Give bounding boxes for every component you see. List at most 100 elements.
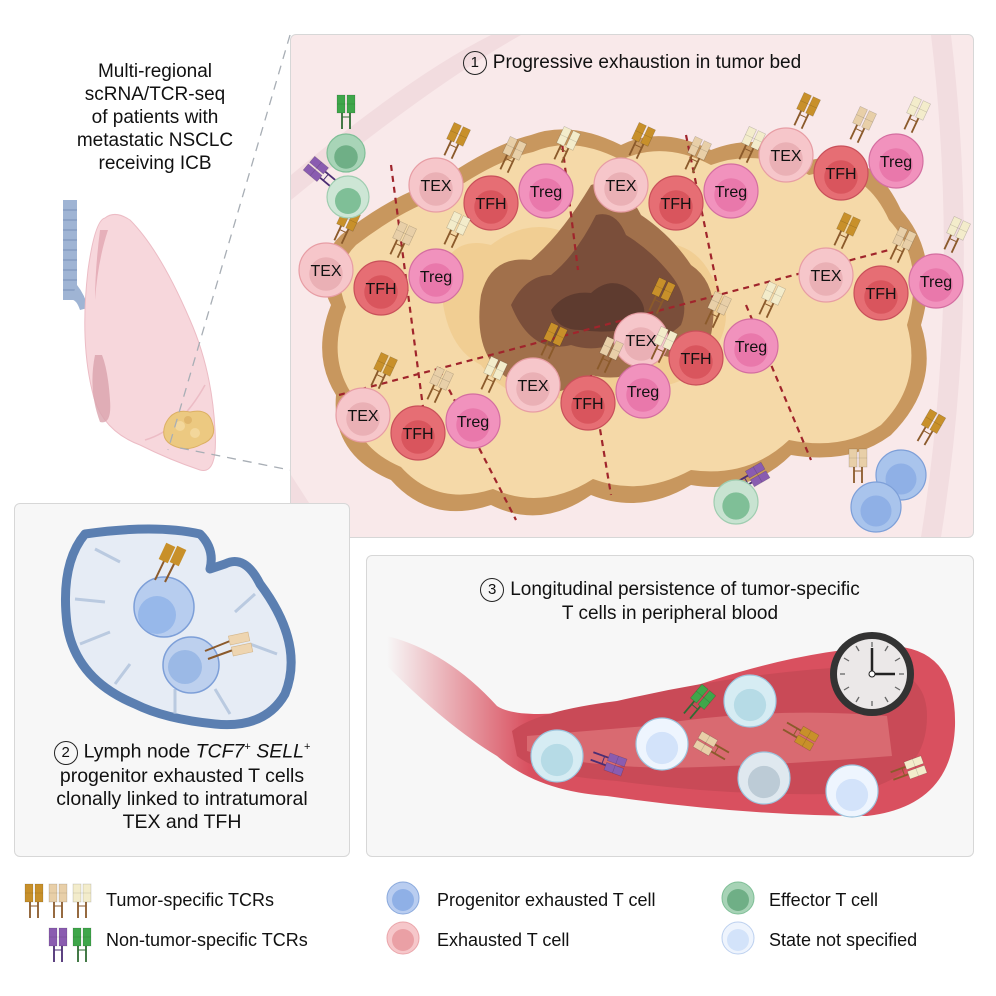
treg-cell: Treg	[615, 363, 671, 419]
gene-sell: SELL	[256, 740, 304, 763]
tumor-specific-tcr-icon	[650, 325, 678, 364]
t-cell-triplet: TEX TFH Treg	[505, 321, 678, 431]
effector-cell	[326, 133, 366, 173]
tumor-specific-tcr-icon	[72, 883, 92, 918]
tumor-specific-tcr-icon	[916, 408, 947, 446]
blood-t-cells	[530, 674, 928, 818]
tfh-cell: TFH	[463, 175, 519, 231]
cell-label: Treg	[530, 184, 562, 201]
treg-cell: Treg	[868, 133, 924, 189]
tex-cell: TEX	[758, 127, 814, 183]
lung-illustration	[63, 200, 216, 471]
tex-cell: TEX	[298, 242, 354, 298]
lymph-node-illustration	[60, 524, 296, 730]
legend-progenitor: Progenitor exhausted T cell	[437, 890, 656, 910]
cell-label: Treg	[457, 414, 489, 431]
tumor-specific-tcr-icon	[648, 276, 676, 315]
cell-label: TEX	[517, 378, 548, 395]
legend-unspecified: State not specified	[769, 930, 918, 950]
intro-line: receiving ICB	[98, 153, 212, 174]
tumor-specific-tcr-icon	[684, 135, 712, 174]
trachea-icon	[63, 200, 88, 310]
tfh-cell: TFH	[560, 375, 616, 431]
t-cell-triplet: TEX TFH Treg	[758, 91, 931, 201]
panel3-text: Longitudinal persistence of tumor-specif…	[510, 579, 860, 600]
cell-label: Treg	[880, 154, 912, 171]
tex-cell: TEX	[593, 157, 649, 213]
cell-legend-icons-left	[386, 881, 420, 955]
cell-label: Treg	[420, 269, 452, 286]
panel1-title-text: Progressive exhaustion in tumor bed	[492, 52, 802, 73]
cell-label: TEX	[347, 408, 378, 425]
cell-label: TEX	[420, 178, 451, 195]
t-cell-triplet: TEX TFH Treg	[798, 211, 971, 321]
gene-tcf7: TCF7	[195, 740, 245, 763]
cell-label: TFH	[680, 351, 711, 368]
treg-cell: Treg	[518, 163, 574, 219]
unspecified-cell	[825, 764, 879, 818]
tumor-specific-tcr-icon	[833, 211, 861, 250]
cell-label: TFH	[825, 166, 856, 183]
tfh-cell: TFH	[390, 405, 446, 461]
progenitor-cell	[133, 542, 195, 638]
legend-tumor-specific: Tumor-specific TCRs	[106, 890, 275, 910]
tumor-specific-tcr-icon	[370, 351, 398, 390]
non-tumor-specific-tcr-icon	[336, 94, 356, 129]
tcr-legend-icons	[24, 883, 92, 962]
region-divider-lines	[338, 134, 890, 521]
cell-label: TFH	[572, 396, 603, 413]
blood-t-cell	[692, 730, 791, 805]
tumor-specific-tcr-icon	[628, 121, 656, 160]
tumor-specific-tcr-icon	[704, 290, 732, 329]
unspecified-cell	[723, 674, 777, 728]
clock-icon	[830, 632, 914, 716]
effector-cell	[713, 479, 759, 525]
unspecified-cell-icon	[721, 921, 755, 955]
tumor-specific-tcr-icon	[443, 121, 471, 160]
cell-label: Treg	[920, 274, 952, 291]
panel2-text: progenitor exhausted T cells	[59, 764, 305, 787]
panel3-text: T cells in peripheral blood	[561, 603, 779, 624]
treg-cell: Treg	[908, 253, 964, 309]
tumor-specific-tcr-icon	[389, 220, 417, 259]
non-tumor-specific-tcr-icon	[72, 927, 92, 962]
tumor-specific-tcr-icon	[848, 448, 868, 483]
tumor-specific-tcr-icon	[692, 730, 730, 761]
legend-effector: Effector T cell	[769, 890, 879, 910]
tfh-cell: TFH	[668, 330, 724, 386]
tumor-specific-tcr-icon	[903, 95, 931, 134]
blood-t-cell	[723, 674, 820, 752]
tumor-specific-tcr-icon	[943, 215, 971, 254]
superscript: +	[244, 741, 251, 753]
intro-line: Multi-regional	[97, 61, 213, 82]
tumor-specific-tcr-icon	[24, 883, 44, 918]
effector-cell	[326, 175, 370, 219]
cell-label: TEX	[625, 333, 656, 350]
tumor-specific-tcr-icon	[426, 365, 454, 404]
cell-label: Treg	[735, 339, 767, 356]
tumor-specific-tcr-icon	[540, 321, 568, 360]
tumor-specific-tcr-icon	[889, 225, 917, 264]
tfh-cell: TFH	[853, 265, 909, 321]
cell-label: TEX	[810, 268, 841, 285]
tex-cell: TEX	[408, 157, 464, 213]
tumor-specific-tcr-icon	[553, 125, 581, 164]
progenitor-cell	[850, 481, 902, 533]
tex-cell: TEX	[798, 247, 854, 303]
blood-t-cell	[825, 755, 928, 818]
cell-legend-icons-right	[721, 881, 755, 955]
unspecified-cell	[737, 751, 791, 805]
treg-cell: Treg	[703, 163, 759, 219]
tumor-specific-tcr-icon	[758, 280, 786, 319]
panel2-text: Lymph node	[83, 740, 196, 763]
blood-t-cell	[635, 683, 717, 771]
